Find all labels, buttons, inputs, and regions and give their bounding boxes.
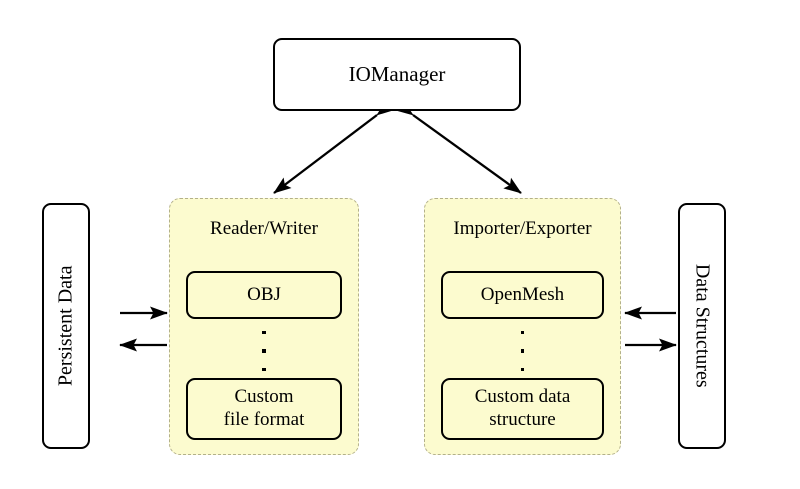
ellipsis-dot: [520, 331, 525, 335]
node-persistent-data[interactable]: Persistent Data: [42, 203, 90, 449]
ellipsis-dot: [520, 349, 525, 353]
panel-importer-exporter-title: Importer/Exporter: [453, 218, 592, 239]
node-custom-file-format-label: Custom file format: [223, 386, 305, 430]
node-custom-data-structure-label: Custom data structure: [474, 386, 571, 430]
arrow-iomanager-reader-writer: [273, 99, 395, 194]
panel-importer-exporter: Importer/Exporter OpenMesh Custom data s…: [424, 198, 621, 455]
node-openmesh[interactable]: OpenMesh: [441, 271, 604, 319]
ellipsis-dot: [262, 331, 266, 335]
node-obj[interactable]: OBJ: [186, 271, 342, 319]
panel-reader-writer-title: Reader/Writer: [210, 218, 318, 239]
node-data-structures-label: Data Structures: [691, 264, 714, 388]
ellipsis-dot: [262, 349, 266, 353]
ellipsis-dot: [262, 367, 266, 371]
node-obj-label: OBJ: [247, 283, 281, 305]
panel-reader-writer: Reader/Writer OBJ Custom file format: [169, 198, 359, 455]
node-custom-file-format[interactable]: Custom file format: [186, 378, 342, 440]
node-persistent-data-label: Persistent Data: [54, 265, 77, 387]
node-iomanager-label: IOManager: [348, 62, 446, 87]
node-custom-data-structure[interactable]: Custom data structure: [441, 378, 604, 440]
node-openmesh-label: OpenMesh: [480, 283, 565, 305]
arrow-iomanager-importer-exporter: [395, 99, 522, 194]
node-data-structures[interactable]: Data Structures: [678, 203, 726, 449]
ellipsis-dot: [520, 367, 525, 371]
ellipsis-reader-writer: [170, 331, 358, 371]
ellipsis-importer-exporter: [425, 331, 620, 371]
node-iomanager[interactable]: IOManager: [273, 38, 521, 111]
